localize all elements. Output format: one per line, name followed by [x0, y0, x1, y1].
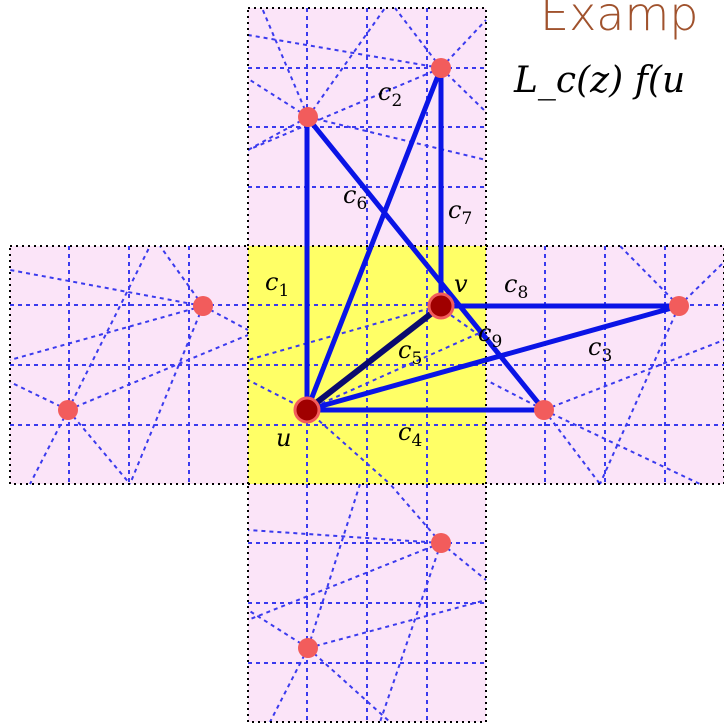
- label-c5: c5: [398, 336, 422, 369]
- label-v: v: [454, 270, 468, 298]
- slide-title: Examp: [540, 0, 698, 41]
- main-nodes: [293, 292, 455, 424]
- point-top-left: [298, 107, 318, 127]
- point-right-top: [669, 296, 689, 316]
- label-u: u: [276, 424, 291, 452]
- panel-borders: [9, 7, 724, 723]
- grid-lines: [9, 7, 724, 723]
- point-right-bottom: [534, 400, 554, 420]
- formula: L_c(z) f(u: [513, 60, 685, 101]
- curve-c6: [304, 114, 547, 413]
- node-v: [427, 292, 455, 320]
- image-points: [58, 58, 689, 658]
- curve-c3: [304, 303, 682, 413]
- curve-c2: [304, 65, 444, 413]
- point-bottom-top: [431, 533, 451, 553]
- curves: [304, 65, 682, 413]
- node-u: [293, 396, 321, 424]
- panel-bottom: [248, 484, 486, 722]
- panel-top: [248, 8, 486, 246]
- point-left-right: [193, 296, 213, 316]
- label-c8: c8: [504, 270, 528, 303]
- point-top-right: [431, 58, 451, 78]
- curve-c5: [304, 303, 444, 413]
- point-bottom-bottom: [298, 638, 318, 658]
- point-left-left: [58, 400, 78, 420]
- panel-left: [10, 246, 248, 484]
- panels: [10, 8, 724, 722]
